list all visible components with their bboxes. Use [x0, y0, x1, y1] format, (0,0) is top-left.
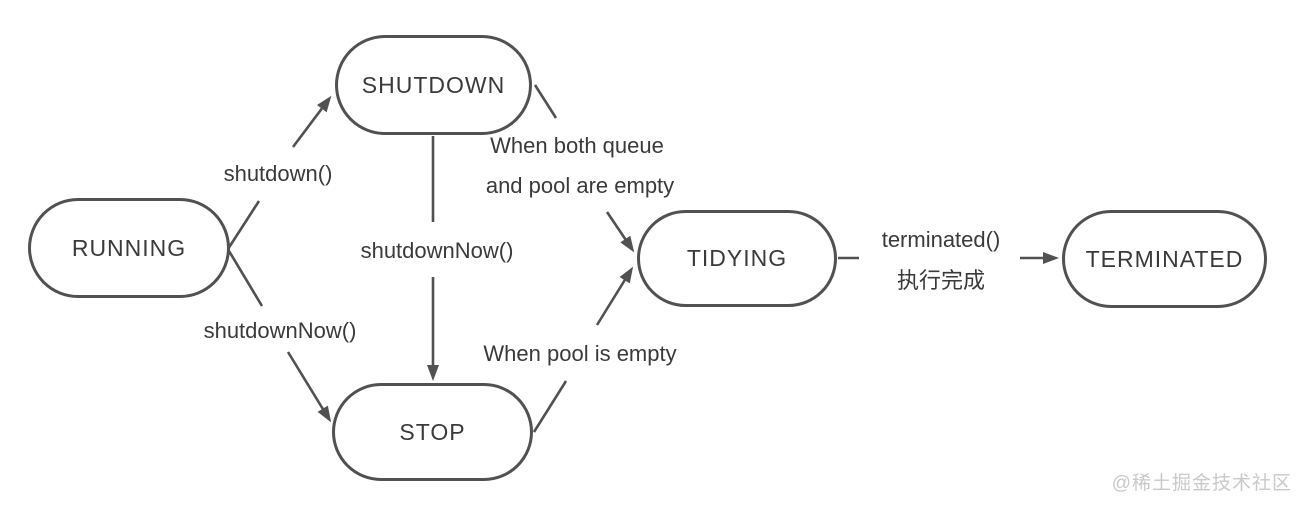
state-label-stop: STOP [399, 418, 466, 445]
edge-shutdown-to-tidying-segment [533, 84, 558, 119]
state-node-terminated: TERMINATED [1062, 210, 1267, 308]
state-label-shutdown: SHUTDOWN [361, 71, 506, 98]
state-label-terminated: TERMINATED [1085, 245, 1244, 272]
edge-label-queue-pool-empty-line1: When both queue [490, 133, 664, 158]
edge-running-to-stop-segment [227, 250, 264, 307]
edge-running-to-shutdown-arrow [291, 95, 332, 148]
state-node-stop: STOP [332, 383, 533, 481]
edge-label-shutdownnow-from-running: shutdownNow() [203, 318, 357, 343]
edge-label-shutdown-call: shutdown() [223, 161, 333, 186]
edge-label-terminated-call: terminated() [881, 227, 1001, 252]
edge-stop-to-tidying-arrow [595, 266, 634, 326]
edge-running-to-shutdown-segment [226, 200, 261, 250]
watermark: @稀土掘金技术社区 [1111, 473, 1292, 494]
state-label-running: RUNNING [71, 234, 187, 261]
edge-label-pool-empty: When pool is empty [483, 341, 677, 366]
state-node-running: RUNNING [28, 198, 230, 298]
state-label-tidying: TIDYING [686, 245, 788, 271]
edge-running-to-stop-arrow [286, 351, 332, 423]
edge-label-shutdownnow-from-shutdown: shutdownNow() [360, 238, 514, 263]
state-node-tidying: TIDYING [637, 210, 837, 307]
edge-stop-to-tidying-segment [532, 380, 568, 433]
edge-label-queue-pool-empty-line2: and pool are empty [485, 173, 675, 198]
state-node-shutdown: SHUTDOWN [335, 35, 532, 135]
edge-shutdown-to-tidying-arrow [605, 211, 635, 253]
edge-label-terminated-done: 执行完成 [896, 268, 986, 293]
